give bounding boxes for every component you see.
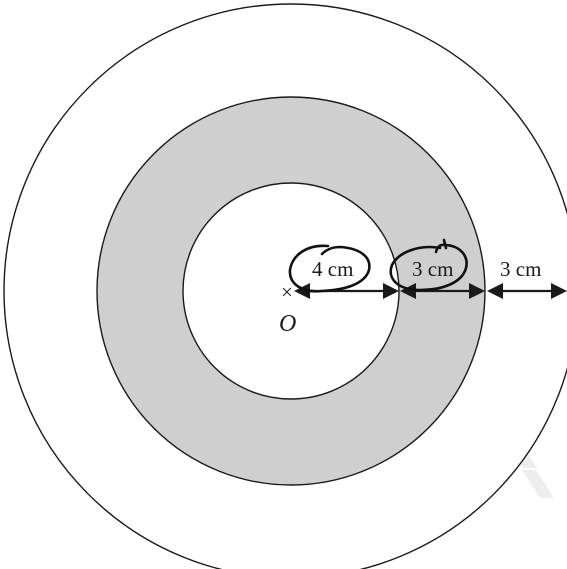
- arrowhead-right: [469, 283, 485, 299]
- centre-marker: ×: [281, 280, 293, 304]
- dimension-label-2: 3 cm: [412, 257, 453, 281]
- arrowhead-left: [487, 283, 503, 299]
- arrowhead-right: [383, 283, 399, 299]
- dimension-label-3: 3 cm: [500, 257, 541, 281]
- dimension-arrow-3: [487, 283, 567, 299]
- handwritten-circle-2: [389, 238, 468, 292]
- centre-label: O: [279, 311, 296, 337]
- handwritten-circle-1: [288, 244, 371, 293]
- arrowhead-left: [400, 283, 416, 299]
- arrowhead-left: [294, 283, 310, 299]
- dimension-label-1: 4 cm: [312, 257, 353, 281]
- arrowhead-right: [551, 283, 567, 299]
